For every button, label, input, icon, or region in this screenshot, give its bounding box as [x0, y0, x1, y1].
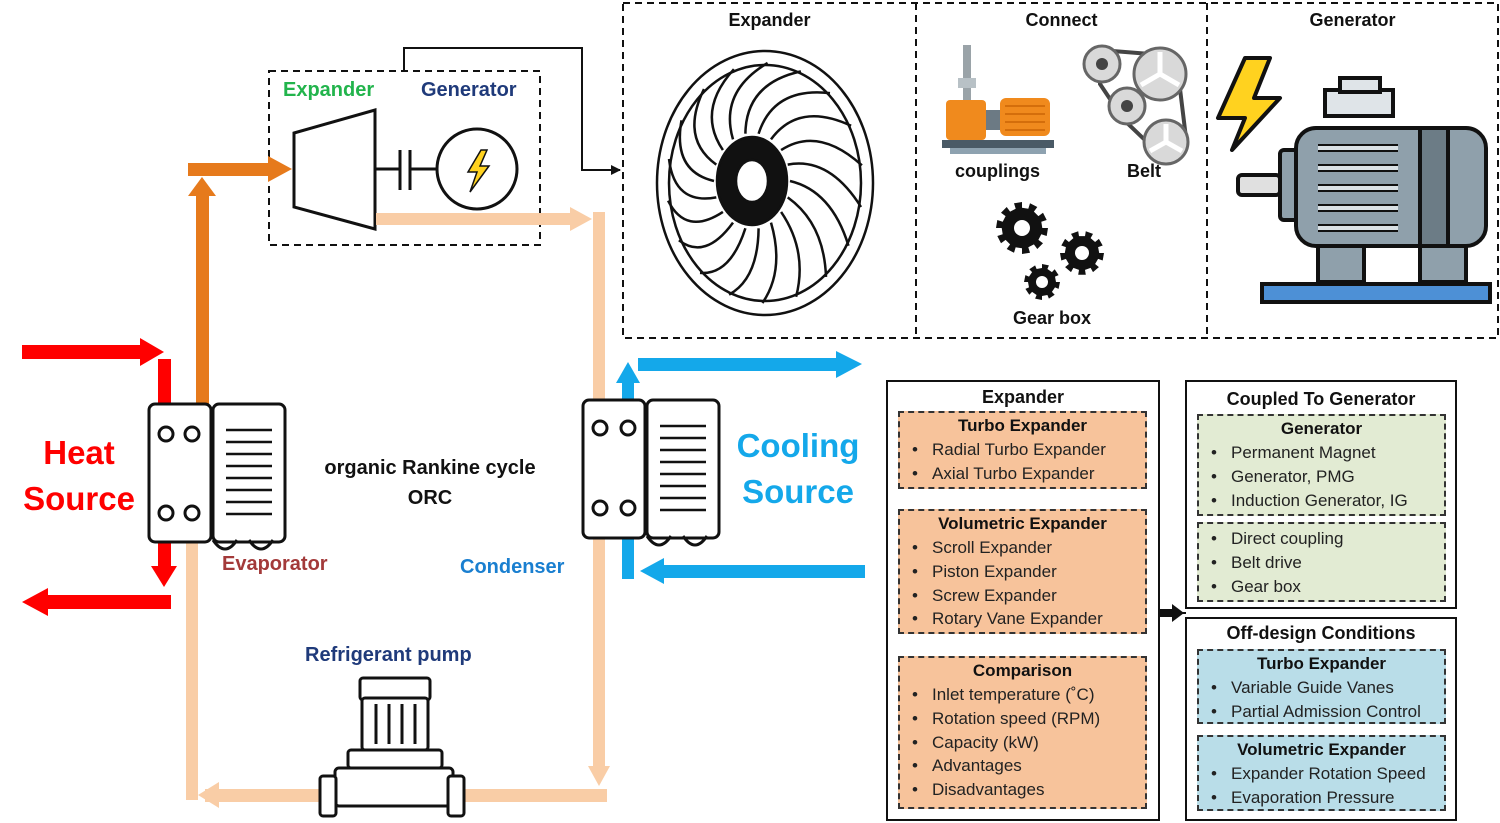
- vapor-riser: [196, 195, 209, 425]
- cycle-expander-label: Expander: [283, 79, 375, 101]
- cooling-source-label: Cooling Source: [732, 423, 864, 515]
- volumetric-expander-title: Volumetric Expander: [938, 514, 1107, 533]
- offdesign-turbo-title: Turbo Expander: [1256, 654, 1387, 673]
- cycle-generator-label: Generator: [421, 79, 517, 101]
- list-item: Belt drive: [1207, 551, 1444, 575]
- turbine-blade: [710, 68, 735, 151]
- expander-panel-title: Expander: [981, 387, 1065, 407]
- comparison-group: Comparison Inlet temperature (˚C) Rotati…: [898, 656, 1147, 809]
- turbine-blade: [761, 222, 778, 304]
- generator-group-title: Generator: [1280, 419, 1363, 438]
- turbine-blade: [699, 227, 747, 275]
- list-item: Radial Turbo Expander: [908, 438, 1145, 462]
- electric-motor-icon: [1236, 76, 1492, 304]
- vapor-inlet-arrow: [268, 156, 292, 182]
- coupled-panel-title: Coupled To Generator: [1226, 389, 1416, 409]
- belt-pulley-icon: [1082, 44, 1190, 166]
- list-item: Screw Expander: [908, 584, 1145, 608]
- turbine-blade: [769, 115, 852, 141]
- list-item: Axial Turbo Expander: [908, 462, 1145, 486]
- top-connect-title: Connect: [1025, 10, 1098, 30]
- turbo-expander-title: Turbo Expander: [957, 416, 1088, 435]
- list-item: Inlet temperature (˚C): [908, 683, 1145, 707]
- top-panel: [622, 2, 1499, 339]
- cooling-in-arrow: [640, 558, 664, 584]
- list-item: Rotary Vane Expander: [908, 607, 1145, 631]
- offdesign-volumetric-title: Volumetric Expander: [1237, 740, 1406, 759]
- heat-out-arrow: [22, 588, 48, 616]
- pump-icon: [318, 676, 466, 818]
- connector-line: [403, 47, 621, 175]
- list-item: Rotation speed (RPM): [908, 707, 1145, 731]
- list-item: Scroll Expander: [908, 536, 1145, 560]
- list-item: Variable Guide Vanes: [1207, 676, 1444, 700]
- turbine-blade: [693, 88, 718, 166]
- cooling-source-line-1: Cooling: [736, 427, 860, 464]
- turbine-blade: [789, 179, 850, 247]
- coupling-group: Direct coupling Belt drive Gear box: [1197, 522, 1446, 602]
- list-item: Expander Rotation Speed: [1207, 762, 1444, 786]
- top-generator-title: Generator: [1309, 10, 1396, 30]
- coupling-motor-icon: [942, 45, 1054, 154]
- heat-source-label: Heat Source: [20, 430, 138, 522]
- orc-title: organic Rankine cycle ORC: [300, 453, 560, 513]
- cooling-out-arrow: [836, 351, 862, 378]
- list-item: Evaporation Pressure: [1207, 786, 1444, 810]
- offdesign-turbo-group: Turbo Expander Variable Guide Vanes Part…: [1197, 649, 1446, 724]
- lightning-small-icon: [466, 149, 491, 193]
- list-item: Disadvantages: [908, 778, 1145, 802]
- volumetric-expander-group: Volumetric Expander Scroll Expander Pist…: [898, 509, 1147, 634]
- turbine-blade: [728, 228, 760, 296]
- orc-title-line: organic Rankine cycle: [324, 457, 536, 479]
- heat-source-line-1: Heat: [43, 434, 115, 471]
- turbo-expander-group: Turbo Expander Radial Turbo Expander Axi…: [898, 411, 1147, 489]
- pump-label: Refrigerant pump: [305, 644, 472, 666]
- heat-in-arrow: [140, 338, 164, 366]
- list-item: Partial Admission Control: [1207, 700, 1444, 724]
- gear-hole: [1075, 246, 1089, 260]
- turbine-blade: [780, 211, 801, 298]
- gears-icon: [996, 202, 1104, 300]
- radial-turbine-icon: [655, 49, 875, 317]
- turbine-blade: [728, 61, 769, 140]
- turbine-blade: [780, 139, 863, 167]
- generator-group: Generator Permanent Magnet Generator, PM…: [1197, 414, 1446, 516]
- list-item: Gear box: [1207, 575, 1444, 599]
- turbine-blade: [666, 200, 724, 223]
- turbine-blade: [757, 91, 831, 135]
- orc-abbr: ORC: [407, 487, 453, 509]
- list-item: Advantages: [908, 754, 1145, 778]
- turbine-blade: [787, 162, 863, 208]
- offdesign-panel-title: Off-design Conditions: [1226, 623, 1416, 643]
- evaporator-icon: [147, 402, 287, 551]
- lightning-icon: [1216, 56, 1282, 152]
- evaporator-label: Evaporator: [222, 553, 328, 575]
- list-item: Induction Generator, IG: [1207, 489, 1444, 513]
- belt-label: Belt: [1127, 161, 1162, 181]
- condenser-icon: [581, 398, 721, 547]
- list-item: Direct coupling: [1207, 527, 1444, 551]
- list-item: Piston Expander: [908, 560, 1145, 584]
- turbine-blade: [786, 196, 828, 277]
- list-item: Permanent Magnet: [1207, 441, 1444, 465]
- turbine-blade: [667, 158, 717, 200]
- gear-hole: [1036, 276, 1048, 288]
- heat-source-line-2: Source: [23, 480, 135, 517]
- gearbox-label: Gear box: [1013, 308, 1092, 328]
- condenser-label: Condenser: [460, 556, 565, 578]
- list-item: Capacity (kW): [908, 731, 1145, 755]
- gear-hole: [1014, 220, 1030, 236]
- turbine-blade: [678, 221, 735, 249]
- turbine-blade: [744, 70, 802, 134]
- cooling-source-line-2: Source: [742, 473, 854, 510]
- expander-symbol: [292, 108, 377, 231]
- offdesign-volumetric-group: Volumetric Expander Expander Rotation Sp…: [1197, 735, 1446, 811]
- turbine-blade: [678, 120, 715, 183]
- comparison-title: Comparison: [972, 661, 1073, 680]
- top-expander-title: Expander: [728, 10, 811, 30]
- list-item-continued: Generator, PMG: [1207, 465, 1444, 489]
- couplings-label: couplings: [955, 161, 1040, 181]
